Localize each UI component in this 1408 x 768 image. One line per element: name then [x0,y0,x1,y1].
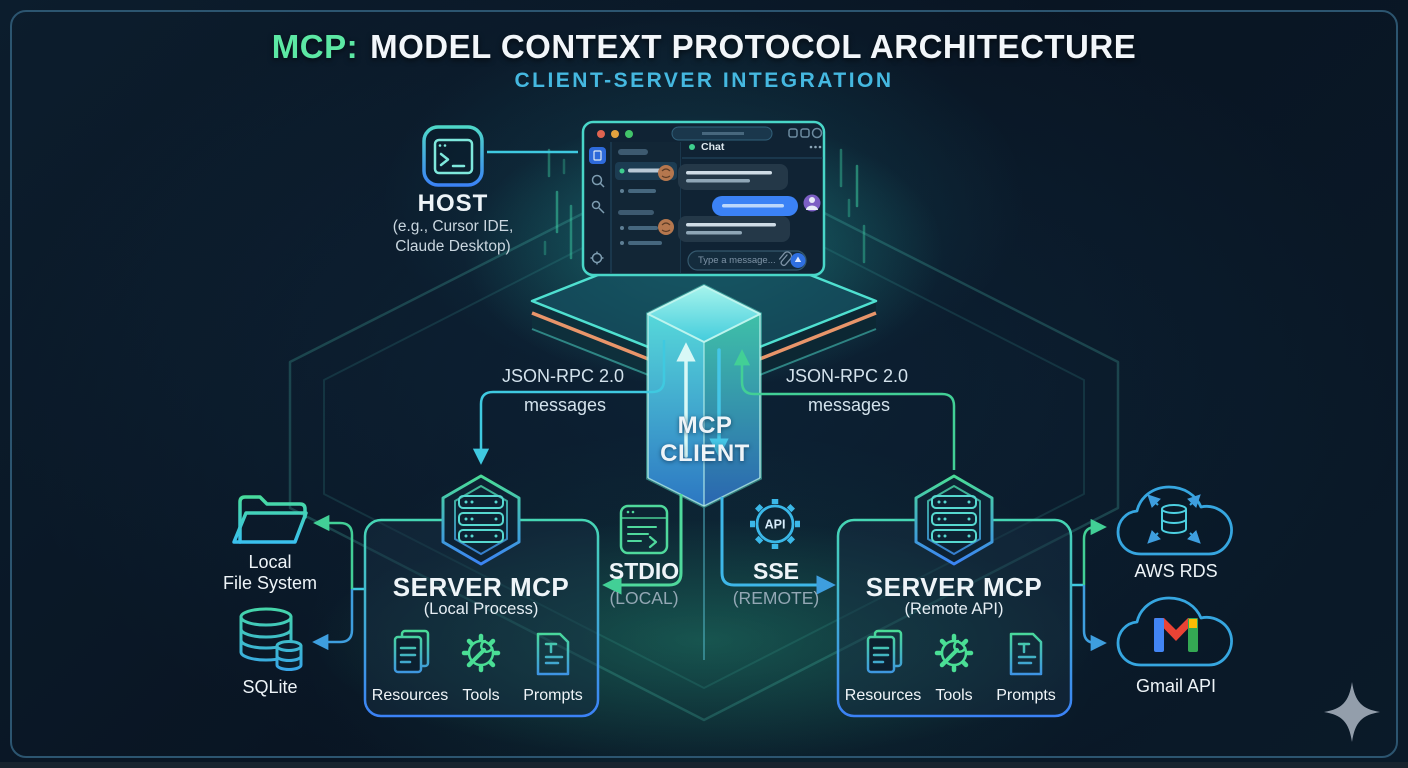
stdio-scope: (LOCAL) [609,588,679,608]
server-remote-badge [914,474,994,566]
server-remote-title: SERVER MCP [865,572,1043,602]
chat-header-title: Chat [701,141,725,153]
sse-scope: (REMOTE) [732,588,820,608]
capability-label-prompts: Prompts [523,687,583,704]
host-sub-line2: Claude Desktop) [395,238,511,255]
filesystem-label-line1: Local [248,552,292,572]
server-stack-icon [458,495,504,543]
assistant-avatar [658,219,674,235]
api-gear-icon: API [750,499,800,549]
mcp-client-label-line2: CLIENT [660,440,750,467]
assistant-bubble [678,164,788,190]
capability-label-tools: Tools [935,687,973,704]
key-icon [591,200,605,214]
title-main: MODEL CONTEXT PROTOCOL ARCHITECTURE [370,28,1137,65]
assistant-bubble [678,216,790,242]
server-local-subtitle: (Local Process) [423,600,539,618]
chat-input-placeholder: Type a message... [698,255,776,266]
conversation-list [612,142,680,273]
stdio-label: STDIO [608,558,680,584]
sqlite-label: SQLite [242,677,298,697]
cloud-database-icon [1116,485,1233,556]
gear-wrench-icon [461,633,501,673]
jsonrpc-left-connector [472,340,666,465]
gear-wrench-icon [934,633,974,673]
search-icon [591,174,605,188]
stdio-connector [602,494,683,595]
host-sub-line1: (e.g., Cursor IDE, [392,218,514,235]
database-icon [239,607,303,671]
sparkle-icon [1324,682,1380,742]
chat-window [581,120,826,277]
terminal-window-icon [619,504,669,555]
capability-label-prompts: Prompts [996,687,1056,704]
assistant-avatar [658,165,674,181]
documents-icon [866,629,903,674]
gmail-api-label: Gmail API [1135,676,1217,696]
api-label: API [765,518,786,532]
right-externals-connector [1071,518,1107,652]
left-externals-connector [312,514,365,651]
jsonrpc-right-sublabel: messages [807,395,891,415]
gmail-logo [1154,618,1198,652]
message-flow-arrows [676,342,729,458]
prompt-document-icon [536,632,570,676]
gear-icon [590,251,604,265]
app-icon [589,147,606,164]
server-remote-subtitle: (Remote API) [904,600,1004,618]
capability-label-tools: Tools [462,687,500,704]
more-menu-icon [809,145,822,149]
server-local-title: SERVER MCP [392,572,570,602]
filesystem-label-line2: File System [222,573,318,593]
server-local-badge [441,474,521,566]
jsonrpc-left-label: JSON-RPC 2.0 [501,366,625,386]
bottom-band [0,762,1408,768]
traffic-light-icons [597,130,633,138]
cloud-gmail-icon [1116,596,1233,667]
status-dot [689,144,695,150]
bottom-glow [314,520,1094,760]
capability-icons-local [393,629,570,676]
sse-label: SSE [752,558,800,584]
page-title: MCP: MODEL CONTEXT PROTOCOL ARCHITECTURE [0,28,1408,66]
host-terminal-icon [422,125,484,187]
capability-label-resources: Resources [371,687,449,704]
title-prefix: MCP: [271,28,359,65]
capability-icons-remote [866,629,1043,676]
mcp-client-cube [646,283,762,509]
jsonrpc-left-sublabel: messages [523,395,607,415]
sse-connector [720,497,836,595]
folder-icon [232,495,308,544]
message-input [687,250,807,271]
jsonrpc-right-connector [733,349,956,470]
documents-icon [393,629,430,674]
page-subtitle: CLIENT-SERVER INTEGRATION [514,69,894,92]
capability-label-resources: Resources [844,687,922,704]
chat-pane [658,144,823,271]
jsonrpc-right-label: JSON-RPC 2.0 [785,366,909,386]
sidebar-rail [589,147,606,265]
mcp-client-label-line1: MCP [677,412,733,439]
host-label: HOST [417,190,489,217]
window-control-icons [788,127,823,139]
aws-rds-label: AWS RDS [1134,561,1218,581]
prompt-document-icon [1009,632,1043,676]
server-stack-icon [931,495,977,543]
